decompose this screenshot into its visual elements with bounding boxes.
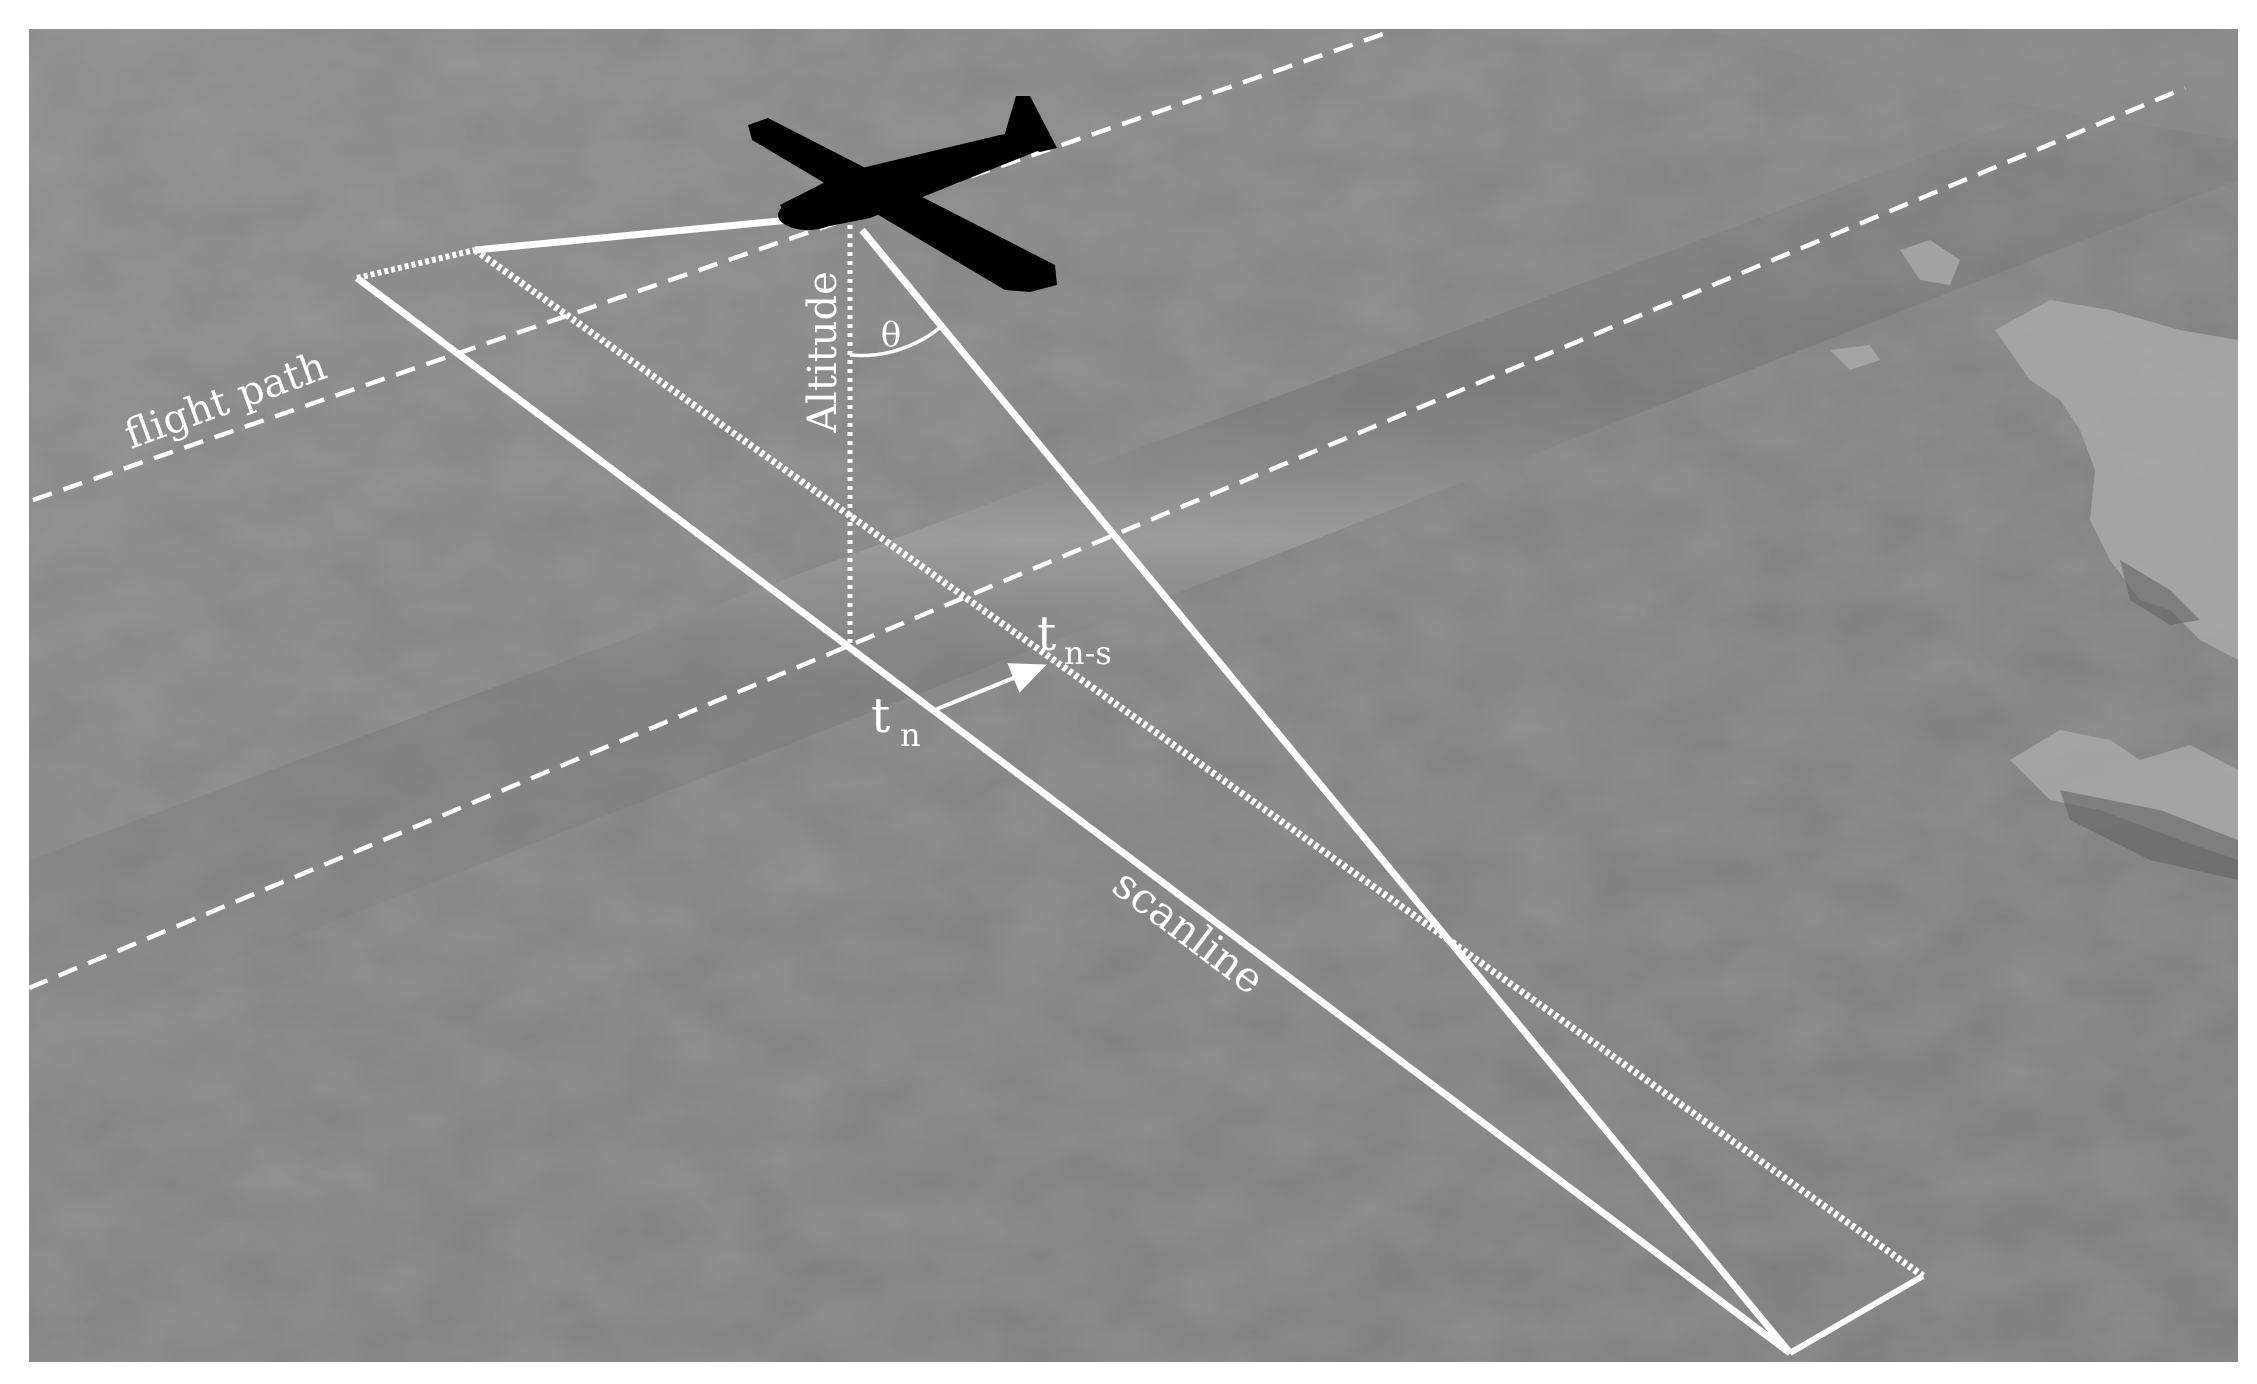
t-n-subscript-label: n xyxy=(900,716,921,754)
altitude-label: Altitude xyxy=(800,271,846,434)
ground-image xyxy=(29,29,2238,1362)
motion-arrow xyxy=(936,663,1047,711)
scan-edge-top xyxy=(474,216,791,254)
previous-scanline-line xyxy=(472,247,1926,1279)
view-ray-line xyxy=(859,227,1793,1356)
t-n-main-label: t xyxy=(871,688,890,744)
nadir-track-line xyxy=(28,85,2186,991)
ground-ridge-band xyxy=(29,40,2238,1040)
t-ns-main-label: t xyxy=(1037,606,1056,662)
theta-angle-arc xyxy=(849,323,945,358)
t-ns-subscript-label: n-s xyxy=(1064,634,1112,672)
aircraft-silhouette-icon xyxy=(748,96,1057,292)
scan-edge-bottom xyxy=(1788,1273,1925,1356)
flight-path-line xyxy=(32,28,1393,503)
rock-shadows xyxy=(2060,560,2238,880)
overlay-geometry xyxy=(28,28,2186,1356)
scan-edge-top-left xyxy=(356,247,476,281)
theta-label: θ xyxy=(881,315,901,355)
ground-patch xyxy=(1700,29,2238,140)
scanline-edge-near xyxy=(354,275,1793,1356)
